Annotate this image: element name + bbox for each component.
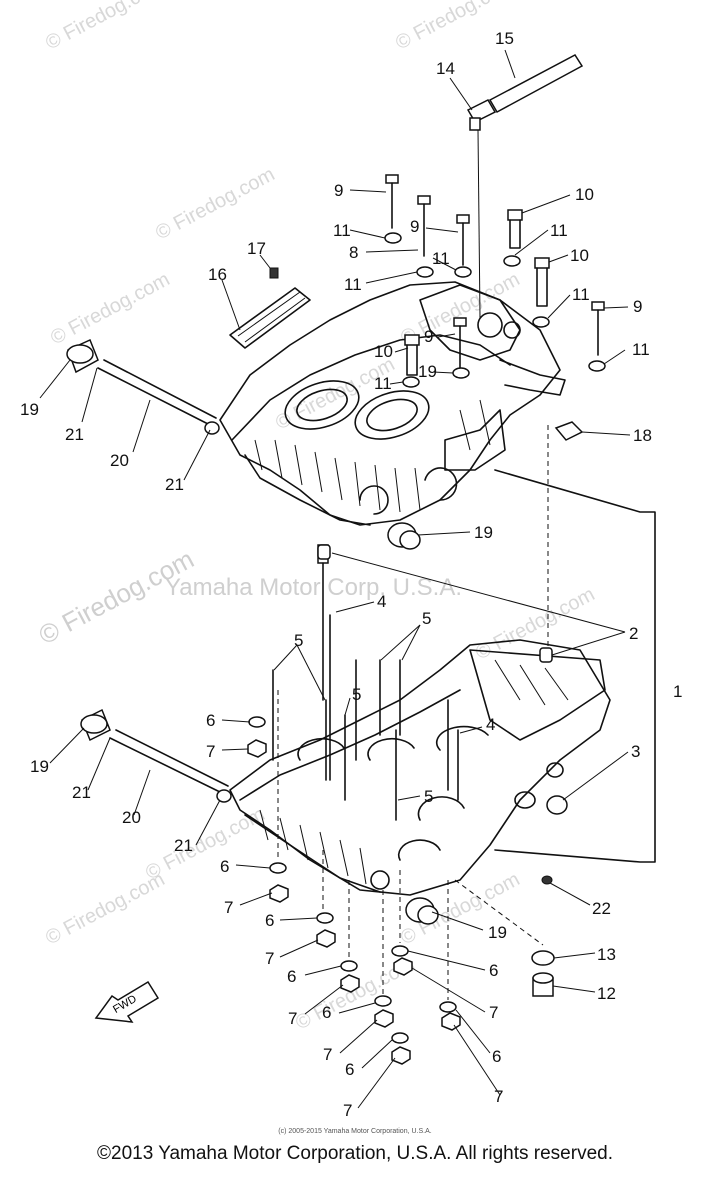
callout-21: 21 xyxy=(174,836,193,855)
callout-2: 2 xyxy=(629,624,638,643)
watermark-layer: © Firedog.com © Firedog.com © Firedog.co… xyxy=(34,0,599,1034)
callout-7: 7 xyxy=(323,1045,332,1064)
callout-10: 10 xyxy=(570,246,589,265)
callout-4: 4 xyxy=(377,592,386,611)
callout-11: 11 xyxy=(572,285,590,304)
callout-7: 7 xyxy=(489,1003,498,1022)
watermark: © Firedog.com xyxy=(42,0,168,54)
callout-8: 8 xyxy=(349,243,358,262)
part-17-screw xyxy=(269,267,279,279)
callout-11: 11 xyxy=(374,374,392,393)
callout-11: 11 xyxy=(432,249,450,268)
upper-bushing-19 xyxy=(387,522,421,550)
callout-16: 16 xyxy=(208,265,227,284)
callout-22: 22 xyxy=(592,899,611,918)
callout-5: 5 xyxy=(352,685,361,704)
callouts: 15 14 9 10 11 9 11 8 10 17 16 11 11 9 11… xyxy=(20,29,682,1120)
callout-17: 17 xyxy=(247,239,266,258)
callout-15: 15 xyxy=(495,29,514,48)
leader-lines xyxy=(39,49,631,1109)
bracket-1 xyxy=(494,469,656,863)
callout-6: 6 xyxy=(265,911,274,930)
callout-19: 19 xyxy=(20,400,39,419)
callout-20: 20 xyxy=(122,808,141,827)
callout-6: 6 xyxy=(489,961,498,980)
callout-9: 9 xyxy=(633,297,642,316)
callout-6: 6 xyxy=(206,711,215,730)
watermark: © Firedog.com xyxy=(152,163,278,244)
callout-11: 11 xyxy=(550,221,568,240)
callout-14: 14 xyxy=(436,59,455,78)
callout-11: 11 xyxy=(333,221,351,240)
callout-7: 7 xyxy=(206,742,215,761)
callout-21: 21 xyxy=(65,425,84,444)
callout-6: 6 xyxy=(220,857,229,876)
callout-20: 20 xyxy=(110,451,129,470)
upper-shaft xyxy=(66,338,220,435)
callout-13: 13 xyxy=(597,945,616,964)
callout-11: 11 xyxy=(344,275,362,294)
callout-5: 5 xyxy=(422,609,431,628)
leader-line xyxy=(477,129,481,319)
lower-crankcase xyxy=(229,639,611,896)
callout-10: 10 xyxy=(374,342,393,361)
part-18 xyxy=(554,421,584,441)
callout-11: 11 xyxy=(632,340,650,359)
part-16-plate xyxy=(229,287,311,349)
callout-6: 6 xyxy=(287,967,296,986)
plug-3 xyxy=(546,795,568,815)
callout-18: 18 xyxy=(633,426,652,445)
callout-1: 1 xyxy=(673,682,682,701)
part-12-plug xyxy=(532,972,554,997)
callout-7: 7 xyxy=(224,898,233,917)
part-14-fitting xyxy=(466,99,497,131)
washers-nuts xyxy=(247,716,461,1065)
fwd-arrow-icon: FWD xyxy=(94,980,160,1023)
callout-12: 12 xyxy=(597,984,616,1003)
lower-bushing-19 xyxy=(405,897,439,925)
callout-21: 21 xyxy=(165,475,184,494)
callout-19: 19 xyxy=(30,757,49,776)
callout-21: 21 xyxy=(72,783,91,802)
callout-5: 5 xyxy=(294,631,303,650)
lower-shaft xyxy=(80,708,232,803)
callout-6: 6 xyxy=(492,1047,501,1066)
part-13-washer xyxy=(531,950,555,966)
callout-9: 9 xyxy=(410,217,419,236)
top-bolts xyxy=(385,174,605,376)
callout-9: 9 xyxy=(424,327,433,346)
callout-9: 9 xyxy=(334,181,343,200)
callout-4: 4 xyxy=(486,715,495,734)
watermark: © Firedog.com xyxy=(272,353,398,434)
watermark-yamaha: Yamaha Motor Corp. U.S.A. xyxy=(165,574,462,601)
source-credit: (c) 2005-2015 Yamaha Motor Corporation, … xyxy=(278,1128,432,1135)
callout-3: 3 xyxy=(631,742,640,761)
callout-7: 7 xyxy=(343,1101,352,1120)
copyright-notice: ©2013 Yamaha Motor Corporation, U.S.A. A… xyxy=(97,1143,613,1164)
watermark: © Firedog.com xyxy=(47,268,173,349)
callout-5: 5 xyxy=(424,787,433,806)
part-22 xyxy=(541,875,553,885)
callout-11: 19 xyxy=(418,362,437,381)
callout-10: 10 xyxy=(575,185,594,204)
dowel-pins-2 xyxy=(317,544,553,663)
callout-7: 7 xyxy=(288,1009,297,1028)
callout-7: 7 xyxy=(494,1087,503,1106)
callout-19: 19 xyxy=(474,523,493,542)
callout-19: 19 xyxy=(488,923,507,942)
upper-crankcase xyxy=(219,281,566,526)
callout-6: 6 xyxy=(345,1060,354,1079)
callout-6: 6 xyxy=(322,1003,331,1022)
callout-7: 7 xyxy=(265,949,274,968)
assembly-lines xyxy=(277,425,549,1000)
part-15-rod xyxy=(488,54,584,114)
